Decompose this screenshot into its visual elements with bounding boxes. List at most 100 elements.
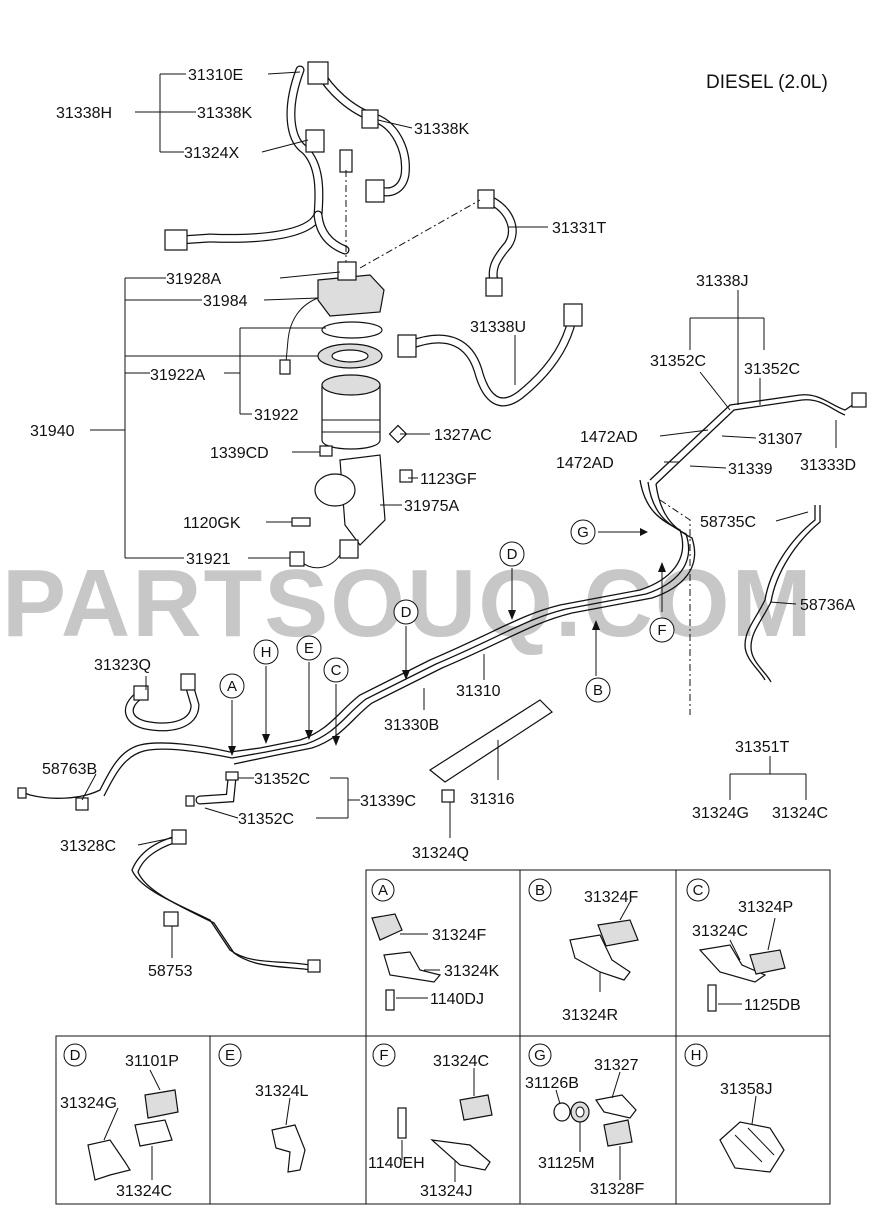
part-label: 1472AD xyxy=(556,455,614,472)
callout-h xyxy=(253,639,279,665)
svg-text:H: H xyxy=(261,644,272,661)
part-label: 31338U xyxy=(470,319,526,336)
part-label: 31338K xyxy=(414,121,469,138)
part-label: 31922 xyxy=(254,407,299,424)
part-label: 31338K xyxy=(197,105,252,122)
part-label: 31352C xyxy=(744,361,800,378)
part-label: 31324L xyxy=(255,1083,308,1100)
part-label: 58763B xyxy=(42,761,97,778)
part-label: 58736A xyxy=(800,597,855,614)
part-label: 31324R xyxy=(562,1007,618,1024)
hose-clip-icon xyxy=(339,149,353,173)
connector-icon xyxy=(365,179,385,203)
part-label: 31331T xyxy=(552,220,606,237)
part-label: 31324C xyxy=(116,1183,172,1200)
part-label: 31333D xyxy=(800,457,856,474)
svg-text:F: F xyxy=(379,1047,388,1064)
part-label: 1120GK xyxy=(183,515,241,532)
callout-g xyxy=(570,519,596,545)
part-label: 31324G xyxy=(60,1095,117,1112)
svg-text:D: D xyxy=(507,546,518,563)
callout-f xyxy=(649,617,675,643)
svg-text:G: G xyxy=(577,524,589,541)
svg-text:H: H xyxy=(691,1047,702,1064)
part-label: 31324C xyxy=(433,1053,489,1070)
part-label: 1327AC xyxy=(434,427,492,444)
part-label: 31316 xyxy=(470,791,515,808)
right-fuel-lines xyxy=(229,392,867,765)
detail-grid: A 31324F 31324K 1140DJ B 31324F 31324R C xyxy=(55,869,831,1205)
part-label: 1123GF xyxy=(420,471,477,488)
detail-box-e: E 31324L xyxy=(218,1043,308,1173)
callout-d xyxy=(499,541,525,567)
part-label: 31352C xyxy=(238,811,294,828)
part-label: 31352C xyxy=(650,353,706,370)
hose-clip-icon xyxy=(307,61,329,85)
part-label: 31324F xyxy=(584,889,638,906)
part-label: 31328C xyxy=(60,838,116,855)
part-label: 31324C xyxy=(692,923,748,940)
part-label: 31328F xyxy=(590,1181,644,1198)
part-label: 31339 xyxy=(728,461,773,478)
detail-box-d: D 31101P 31324G 31324C xyxy=(60,1043,179,1200)
leader-lines xyxy=(81,71,837,958)
part-label: 31310E xyxy=(188,67,243,84)
callout-markers: G F B D D C E H A xyxy=(219,519,675,703)
svg-text:E: E xyxy=(225,1047,235,1064)
part-label: 1472AD xyxy=(580,429,638,446)
part-label: 31327 xyxy=(594,1057,639,1074)
callout-e xyxy=(296,635,322,661)
fuel-hose-assembly xyxy=(164,61,410,262)
part-label: 31101P xyxy=(125,1053,179,1070)
part-label: 31126B xyxy=(525,1075,579,1092)
detail-box-g: G 31126B 31327 31125M 31328F xyxy=(525,1043,644,1198)
detail-box-f: F 31324C 1140EH 31324J xyxy=(368,1043,493,1200)
svg-text:B: B xyxy=(593,682,603,699)
svg-text:B: B xyxy=(535,882,545,899)
hose-31331t xyxy=(359,189,517,297)
part-label: 31323Q xyxy=(94,657,151,674)
part-label: 31975A xyxy=(404,498,459,515)
detail-box-b: B 31324F 31324R xyxy=(528,878,639,1024)
detail-box-h: H 31358J xyxy=(684,1043,785,1173)
part-label: 31324Q xyxy=(412,845,469,862)
svg-text:G: G xyxy=(534,1047,546,1064)
svg-text:A: A xyxy=(378,882,388,899)
hose-clip-icon xyxy=(305,129,325,153)
part-label: 31984 xyxy=(203,293,248,310)
callout-a xyxy=(219,673,245,699)
part-label: 31339C xyxy=(360,793,416,810)
detail-box-a: A 31324F 31324K 1140DJ xyxy=(371,878,499,1011)
part-label: 31324X xyxy=(184,145,239,162)
part-label: 31940 xyxy=(30,423,75,440)
part-label: 31330B xyxy=(384,717,439,734)
part-label: 58753 xyxy=(148,963,193,980)
callout-c xyxy=(323,657,349,683)
arrows xyxy=(228,528,666,756)
part-label: 1140DJ xyxy=(430,991,484,1008)
fuel-filter-assembly xyxy=(279,261,413,569)
part-label: 31921 xyxy=(186,551,231,568)
svg-text:C: C xyxy=(331,662,342,679)
callout-d xyxy=(393,599,419,625)
part-label: 31351T xyxy=(735,739,789,756)
svg-text:F: F xyxy=(657,622,666,639)
part-label: 31324J xyxy=(420,1183,473,1200)
part-label: 1339CD xyxy=(210,445,269,462)
hose-31338u xyxy=(397,303,583,407)
part-label: 31352C xyxy=(254,771,310,788)
part-label: 58735C xyxy=(700,514,756,531)
hose-clip-icon xyxy=(361,109,379,129)
part-label: 1140EH xyxy=(368,1155,425,1172)
svg-text:C: C xyxy=(693,882,704,899)
part-label: 31928A xyxy=(166,271,221,288)
part-label: 31324P xyxy=(738,899,793,916)
part-label: 1125DB xyxy=(744,997,801,1014)
part-label: 31324G xyxy=(692,805,749,822)
svg-text:A: A xyxy=(227,678,237,695)
part-label: 31310 xyxy=(456,683,501,700)
part-label: 31358J xyxy=(720,1081,773,1098)
connector-icon xyxy=(164,229,188,251)
